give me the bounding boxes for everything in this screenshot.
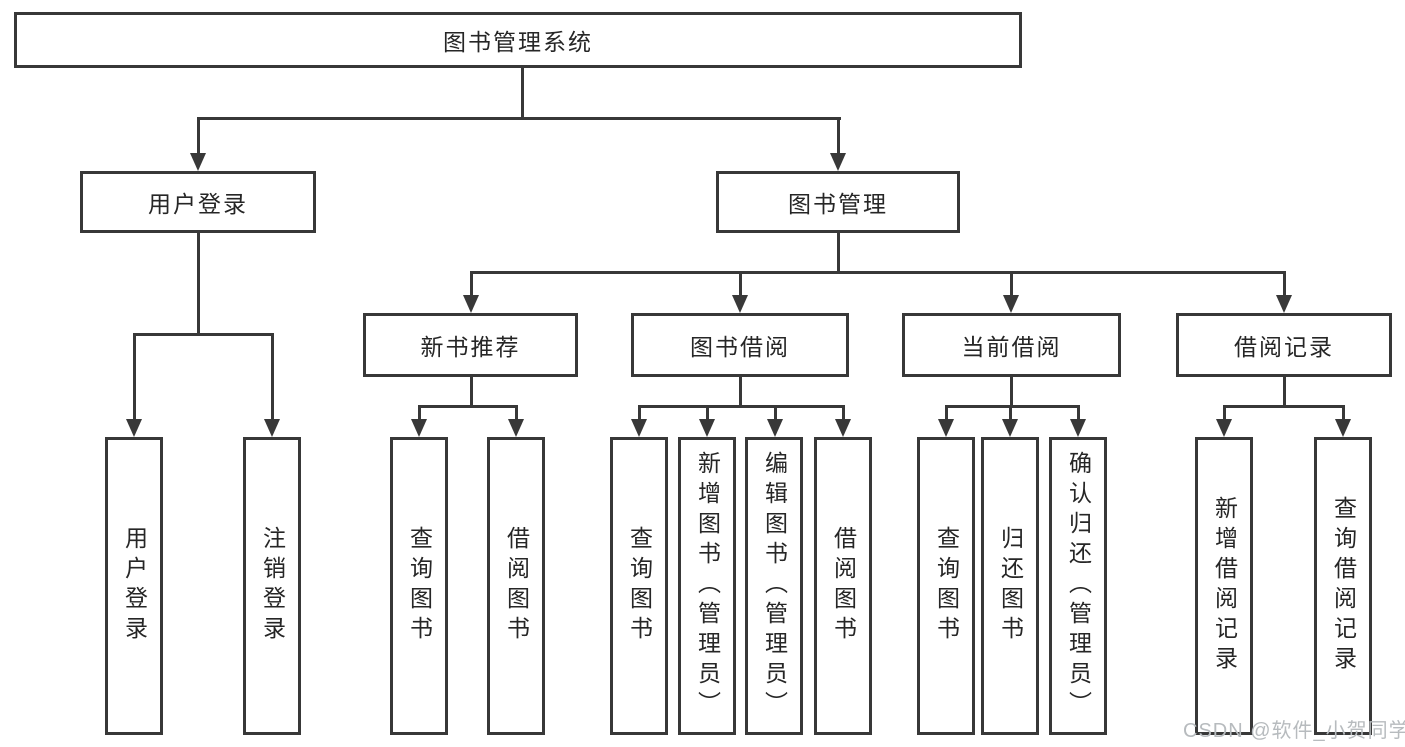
leaf-confirm-return-admin: 确认归还（管理员） [1049,437,1107,735]
arrow-down-icon [1216,419,1232,437]
arrow-down-icon [699,419,715,437]
connector-arrow-stem [739,271,742,298]
arrow-down-icon [126,419,142,437]
node-label: 图书管理系统 [443,29,593,55]
node-book-management: 图书管理 [716,171,960,233]
arrow-down-icon [463,295,479,313]
leaf-label: 查询借阅记录 [1330,496,1357,676]
arrow-down-icon [835,419,851,437]
leaf-return-books: 归还图书 [981,437,1039,735]
connector-root-stem [521,66,524,119]
leaf-query-borrow-record: 查询借阅记录 [1314,437,1372,735]
node-book-borrowing: 图书借阅 [631,313,849,377]
connector-recommend-stem [470,375,473,407]
leaf-edit-books-admin: 编辑图书（管理员） [745,437,803,735]
leaf-label: 查询图书 [933,526,960,646]
leaf-borrow-books: 借阅图书 [814,437,872,735]
leaf-label: 借阅图书 [830,526,857,646]
connector-arrow-stem [1010,271,1013,298]
arrow-down-icon [830,153,846,171]
leaf-query-books-borrowing: 查询图书 [610,437,668,735]
leaf-label: 借阅图书 [503,526,530,646]
connector-records-branch [1223,405,1345,408]
arrow-down-icon [1003,295,1019,313]
leaf-label: 编辑图书（管理员） [761,451,788,721]
leaf-label: 用户登录 [121,526,148,646]
node-label: 图书管理 [788,191,888,217]
connector-user-login-stem [197,231,200,335]
arrow-down-icon [767,419,783,437]
node-current-borrowing: 当前借阅 [902,313,1121,377]
connector-book-mgmt-stem [837,231,840,273]
leaf-query-books-recommend: 查询图书 [390,437,448,735]
node-label: 新书推荐 [420,334,521,360]
connector-borrowing-stem [739,375,742,407]
connector-arrow-stem [418,405,421,422]
connector-user-login-branch [133,333,274,336]
leaf-user-login: 用户登录 [105,437,163,735]
connector-arrow-stem [470,271,473,298]
arrow-down-icon [1070,419,1086,437]
arrow-down-icon [1335,419,1351,437]
node-label: 借阅记录 [1234,334,1334,360]
connector-arrow-stem [1223,405,1226,422]
arrow-down-icon [264,419,280,437]
connector-arrow-stem [945,405,948,422]
leaf-label: 新增图书（管理员） [694,451,721,721]
node-user-login: 用户登录 [80,171,316,233]
connector-current-branch [945,405,1079,408]
arrow-down-icon [1276,295,1292,313]
connector-arrow-stem [271,333,274,421]
node-label: 当前借阅 [961,334,1062,360]
leaf-label: 确认归还（管理员） [1065,451,1092,721]
leaf-logout-login: 注销登录 [243,437,301,735]
connector-recommend-branch [418,405,518,408]
connector-arrow-stem [638,405,641,422]
leaf-borrow-books-recommend: 借阅图书 [487,437,545,735]
leaf-add-borrow-record: 新增借阅记录 [1195,437,1253,735]
connector-arrow-stem [197,117,200,155]
connector-arrow-stem [515,405,518,422]
connector-arrow-stem [706,405,709,422]
connector-root-branch [197,117,841,120]
connector-arrow-stem [837,117,840,155]
connector-arrow-stem [774,405,777,422]
node-label: 用户登录 [148,191,248,217]
arrow-down-icon [190,153,206,171]
connector-arrow-stem [133,333,136,421]
leaf-query-books-current: 查询图书 [917,437,975,735]
connector-arrow-stem [842,405,845,422]
leaf-label: 查询图书 [406,526,433,646]
leaf-label: 新增借阅记录 [1211,496,1238,676]
arrow-down-icon [508,419,524,437]
node-library-management-system: 图书管理系统 [14,12,1022,68]
connector-arrow-stem [1283,271,1286,298]
connector-borrowing-branch [638,405,845,408]
arrow-down-icon [732,295,748,313]
node-label: 图书借阅 [690,334,790,360]
leaf-label: 注销登录 [259,526,286,646]
connector-current-stem [1010,375,1013,407]
connector-arrow-stem [1077,405,1080,422]
connector-book-mgmt-branch [470,271,1286,274]
connector-records-stem [1283,375,1286,407]
node-new-book-recommendation: 新书推荐 [363,313,578,377]
connector-arrow-stem [1342,405,1345,422]
arrow-down-icon [1002,419,1018,437]
arrow-down-icon [411,419,427,437]
connector-arrow-stem [1009,405,1012,422]
leaf-label: 归还图书 [997,526,1024,646]
node-borrowing-records: 借阅记录 [1176,313,1392,377]
leaf-label: 查询图书 [626,526,653,646]
arrow-down-icon [938,419,954,437]
csdn-watermark: CSDN @软件_小贺同学 [1183,720,1405,742]
leaf-add-books-admin: 新增图书（管理员） [678,437,736,735]
arrow-down-icon [631,419,647,437]
